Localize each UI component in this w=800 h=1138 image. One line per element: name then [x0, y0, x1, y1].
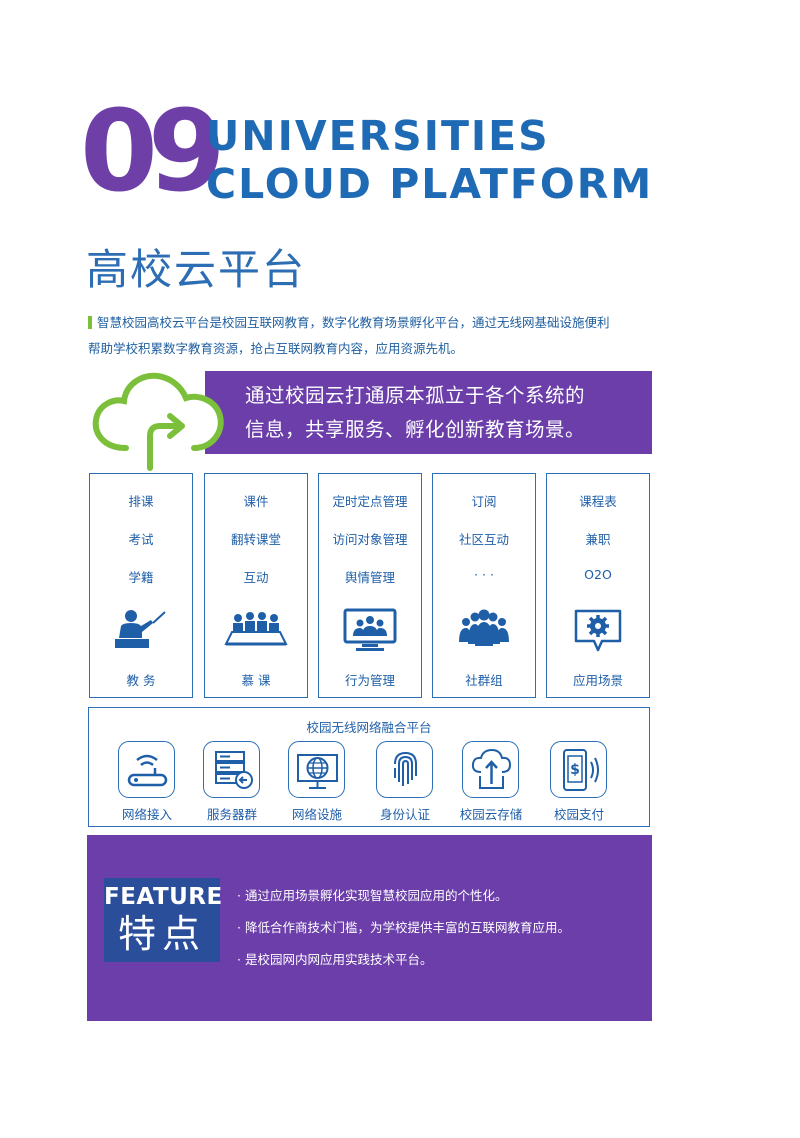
classroom-icon	[224, 612, 288, 646]
module-item: 互动	[243, 570, 269, 585]
feature-en: FEATURE	[104, 884, 223, 910]
network-label: 服务器群	[206, 807, 257, 822]
cloud-upload-icon	[471, 748, 512, 789]
gear-chat-icon	[574, 609, 622, 652]
router-icon	[127, 754, 168, 787]
module-item: 课件	[243, 494, 269, 509]
cloud-arrow-icon	[92, 372, 224, 471]
module-scenarios: 课程表 兼职 O2O 应用场景	[546, 473, 650, 698]
module-label: 应用场景	[572, 673, 623, 688]
module-item: O2O	[584, 567, 612, 582]
network-label: 身份认证	[379, 807, 430, 822]
module-behavior: 定时定点管理 访问对象管理 舆情管理 行为管理	[318, 473, 422, 698]
platform-title: 校园无线网络融合平台	[306, 720, 432, 735]
fingerprint-icon	[394, 751, 417, 786]
module-item: 社区互动	[458, 532, 509, 547]
community-icon	[459, 609, 509, 646]
title-line-1: UNIVERSITIES	[206, 112, 550, 160]
module-item: 考试	[128, 532, 154, 547]
module-label: 慕 课	[241, 673, 271, 688]
banner-line-2: 信息，共享服务、孵化创新教育场景。	[245, 418, 586, 441]
section-title: UNIVERSITIES CLOUD PLATFORM	[206, 112, 653, 208]
module-item: 兼职	[585, 532, 611, 547]
module-item: 订阅	[471, 494, 497, 509]
banner-text: 通过校园云打通原本孤立于各个系统的 信息，共享服务、孵化创新教育场景。	[245, 379, 645, 447]
module-mooc: 课件 翻转课堂 互动 慕 课	[204, 473, 308, 698]
feature-point: · 降低合作商技术门槛，为学校提供丰富的互联网教育应用。	[237, 920, 570, 935]
intro-line-2: 帮助学校积累数字教育资源，抢占互联网教育内容，应用资源先机。	[88, 341, 464, 356]
feature-cn: 特点	[117, 912, 206, 956]
server-icon	[215, 751, 253, 789]
globe-monitor-icon-box	[288, 741, 345, 798]
intro-paragraph: 智慧校园高校云平台是校园互联网教育，数字化教育场景孵化平台，通过无线网基础设施便…	[88, 310, 658, 362]
module-teaching: 排课 考试 学籍 教 务	[89, 473, 193, 698]
module-item: 翻转课堂	[230, 532, 281, 547]
monitor-group-icon	[343, 608, 397, 651]
module-label: 社群组	[465, 673, 503, 688]
feature-point: · 是校园网内网应用实践技术平台。	[237, 952, 433, 967]
banner-background	[205, 371, 652, 454]
feature-section: FEATURE 特点 · 通过应用场景孵化实现智慧校园应用的个性化。 · 降低合…	[87, 835, 652, 1021]
module-item: 课程表	[579, 494, 617, 509]
network-label: 网络接入	[121, 807, 172, 822]
module-label: 教 务	[126, 673, 156, 688]
module-item: · · ·	[474, 567, 494, 582]
wireless-platform: 校园无线网络融合平台 网络接入 服务器群	[88, 707, 650, 827]
mobile-pay-icon: $	[563, 749, 599, 791]
module-label: 行为管理	[344, 673, 395, 688]
router-icon-box	[118, 741, 175, 798]
module-item: 访问对象管理	[332, 532, 408, 547]
cloud-upload-icon-box	[462, 741, 519, 798]
network-label: 校园支付	[553, 807, 604, 822]
mobile-pay-icon-box: $	[550, 741, 607, 798]
module-item: 定时定点管理	[332, 494, 408, 509]
chinese-title: 高校云平台	[86, 245, 307, 294]
feature-list: · 通过应用场景孵化实现智慧校园应用的个性化。 · 降低合作商技术门槛，为学校提…	[237, 880, 637, 976]
module-item: 学籍	[128, 570, 154, 585]
green-marker	[88, 316, 92, 329]
section-number: 09	[80, 87, 226, 217]
svg-text:$: $	[570, 762, 580, 778]
network-label: 校园云存储	[459, 807, 523, 822]
title-line-2: CLOUD PLATFORM	[206, 160, 654, 208]
intro-line-1: 智慧校园高校云平台是校园互联网教育，数字化教育场景孵化平台，通过无线网基础设施便…	[97, 315, 610, 330]
module-item: 排课	[128, 494, 154, 509]
fingerprint-icon-box	[376, 741, 433, 798]
server-icon-box	[203, 741, 260, 798]
feature-badge: FEATURE 特点	[104, 878, 223, 962]
feature-point: · 通过应用场景孵化实现智慧校园应用的个性化。	[237, 888, 508, 903]
teacher-icon	[115, 610, 166, 648]
banner-line-1: 通过校园云打通原本孤立于各个系统的	[245, 384, 586, 407]
module-item: 舆情管理	[344, 570, 395, 585]
network-label: 网络设施	[291, 807, 342, 822]
module-community: 订阅 社区互动 · · · 社群组	[432, 473, 536, 698]
globe-monitor-icon	[297, 754, 338, 789]
